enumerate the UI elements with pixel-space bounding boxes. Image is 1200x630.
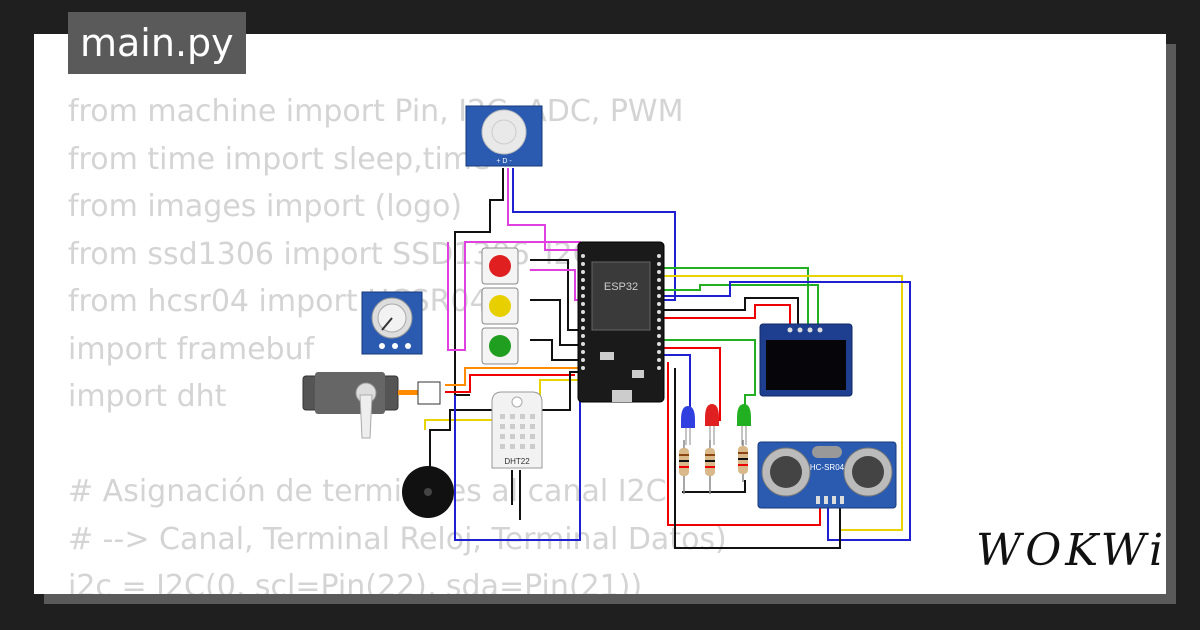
code-line: from images import (logo) <box>68 189 463 224</box>
esp32-pins <box>581 254 661 370</box>
resistor-2[interactable] <box>705 440 715 494</box>
wokwi-logo: WOKWi <box>976 525 1168 576</box>
wire-black7 <box>674 368 841 549</box>
oled-display[interactable] <box>759 323 853 397</box>
wire-blue2 <box>454 392 581 541</box>
wire-blue3 <box>660 281 911 541</box>
resistor-3[interactable] <box>738 440 748 482</box>
wire-black2 <box>530 259 580 331</box>
wire-red2 <box>660 304 791 325</box>
potentiometer[interactable] <box>361 291 423 355</box>
wire-black8 <box>682 480 746 493</box>
wire-black6 <box>660 297 799 325</box>
wire-pink2 <box>530 269 580 301</box>
hcsr04-label: HC-SR04 <box>810 463 845 472</box>
wire-red <box>445 374 575 393</box>
wire-pink <box>507 168 580 251</box>
wire-black5 <box>429 371 580 478</box>
file-tab[interactable]: main.py <box>68 12 246 74</box>
pir-sensor[interactable]: + D - <box>465 105 543 167</box>
wire-green3 <box>660 339 756 415</box>
led-green[interactable] <box>737 404 751 445</box>
esp32-board[interactable]: ESP32 <box>577 241 665 403</box>
wire-orange <box>445 367 580 386</box>
wire-black3 <box>530 299 580 346</box>
wire-red4 <box>667 362 821 526</box>
button-green[interactable] <box>481 327 519 365</box>
code-line: import framebuf <box>68 331 315 367</box>
wire-black4 <box>530 339 580 361</box>
hcsr04-sensor[interactable]: HC-SR04 <box>757 441 897 509</box>
code-line: from time import sleep,time <box>68 141 491 177</box>
esp32-label: ESP32 <box>604 281 638 293</box>
dht22-sensor[interactable]: DHT22 <box>491 391 543 469</box>
code-line: i2c = I2C(0, scl=Pin(22), sda=Pin(21)) <box>68 569 643 594</box>
pir-pin-labels: + D - <box>496 158 512 165</box>
dht22-label: DHT22 <box>504 457 530 466</box>
button-red[interactable] <box>481 247 519 285</box>
buzzer[interactable] <box>402 466 454 518</box>
led-red[interactable] <box>705 404 719 445</box>
code-line: import dht <box>68 379 227 414</box>
wire-green2 <box>660 284 819 325</box>
resistor-1[interactable] <box>679 440 689 494</box>
wire-blue <box>512 168 676 301</box>
servo-motor[interactable] <box>302 372 441 439</box>
wire-green <box>660 267 809 325</box>
button-yellow[interactable] <box>481 287 519 325</box>
led-blue[interactable] <box>681 406 695 445</box>
